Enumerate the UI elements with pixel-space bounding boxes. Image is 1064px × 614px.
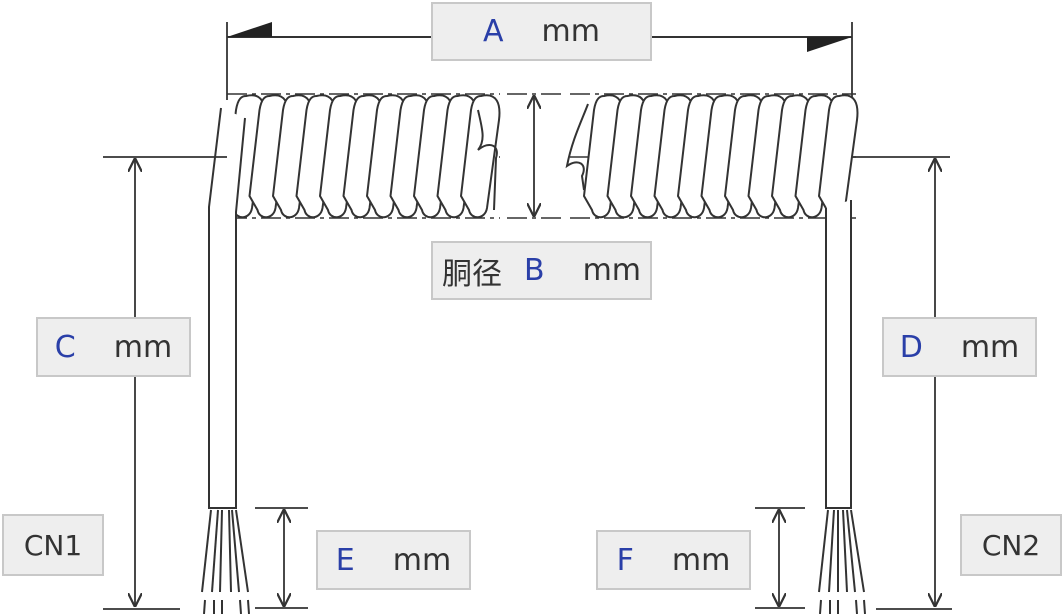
label-f-unit: mm <box>671 542 731 578</box>
coil-turn <box>459 94 501 219</box>
label-a: A mm <box>431 2 652 61</box>
wires-left <box>201 509 250 614</box>
label-b-variable: B <box>523 253 545 288</box>
cable-right <box>825 200 852 509</box>
coil-right-break <box>565 103 589 191</box>
label-d-variable: D <box>899 329 923 365</box>
label-c-unit: mm <box>113 329 173 365</box>
label-c: C mm <box>36 317 191 377</box>
label-b: 胴径 B mm <box>431 241 652 300</box>
label-e: E mm <box>316 530 471 590</box>
label-a-unit: mm <box>541 14 600 49</box>
label-f-variable: F <box>616 542 634 578</box>
label-f: F mm <box>596 530 751 590</box>
wires-right <box>818 509 866 614</box>
cable-left <box>208 107 246 509</box>
connector-cn1-tag: CN1 <box>2 514 104 576</box>
label-b-unit: mm <box>582 253 642 288</box>
label-e-unit: mm <box>392 542 452 578</box>
label-e-variable: E <box>335 542 355 578</box>
label-c-variable: C <box>54 329 76 365</box>
coil-right-section <box>582 94 859 219</box>
connector-cn2-tag: CN2 <box>960 514 1062 576</box>
coil-left-break <box>477 109 498 211</box>
label-b-prefix: 胴径 <box>441 256 502 292</box>
reference-lines <box>103 156 952 610</box>
label-d: D mm <box>882 317 1037 377</box>
label-d-unit: mm <box>960 329 1020 365</box>
dimension-a-extension-lines <box>226 22 853 100</box>
label-a-variable: A <box>483 14 504 49</box>
coil-left-section <box>224 94 501 219</box>
